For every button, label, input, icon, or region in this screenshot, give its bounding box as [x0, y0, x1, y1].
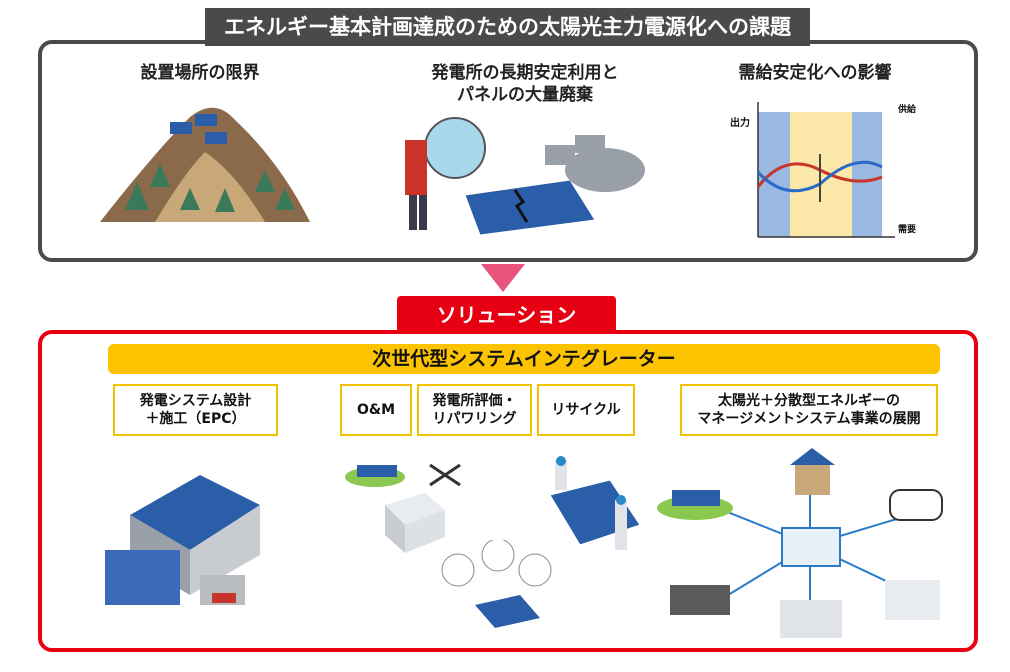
panel-disposal-illustration: [405, 117, 645, 235]
chart-y-label: 出力: [730, 116, 750, 129]
energy-network-illustration: [657, 448, 943, 638]
night-band-right: [852, 112, 882, 237]
demand-label: 需要: [898, 224, 916, 235]
challenge-longterm-title: 発電所の長期安定利用と パネルの大量廃棄: [431, 63, 619, 105]
solution-energy-management: 太陽光＋分散型エネルギーの マネージメントシステム事業の展開: [680, 384, 938, 436]
supply-label: 供給: [897, 103, 917, 115]
challenge-supply-demand-title: 需給安定化への影響: [738, 63, 892, 83]
solution-om: O&M: [340, 384, 412, 436]
recycle-illustration: [549, 456, 641, 550]
night-band-left: [758, 112, 790, 237]
mountain-solar-illustration: [100, 107, 310, 222]
solution-recycle: リサイクル: [537, 384, 635, 436]
challenge-location-limit-title: 設置場所の限界: [140, 63, 260, 83]
down-arrow: [481, 264, 525, 292]
supply-demand-chart: 出力 供給 需要: [730, 102, 917, 238]
repowering-illustration: [441, 540, 552, 628]
solution-epc: 発電システム設計 ＋施工（EPC）: [113, 384, 278, 436]
solution-tab: ソリューション: [397, 296, 616, 334]
challenges-title: エネルギー基本計画達成のための太陽光主力電源化への課題: [205, 8, 810, 46]
solution-repowering: 発電所評価・ リパワリング: [417, 384, 532, 436]
epc-buildings-illustration: [105, 475, 260, 605]
om-illustration: [345, 463, 461, 553]
integrator-banner: 次世代型システムインテグレーター: [108, 344, 940, 374]
